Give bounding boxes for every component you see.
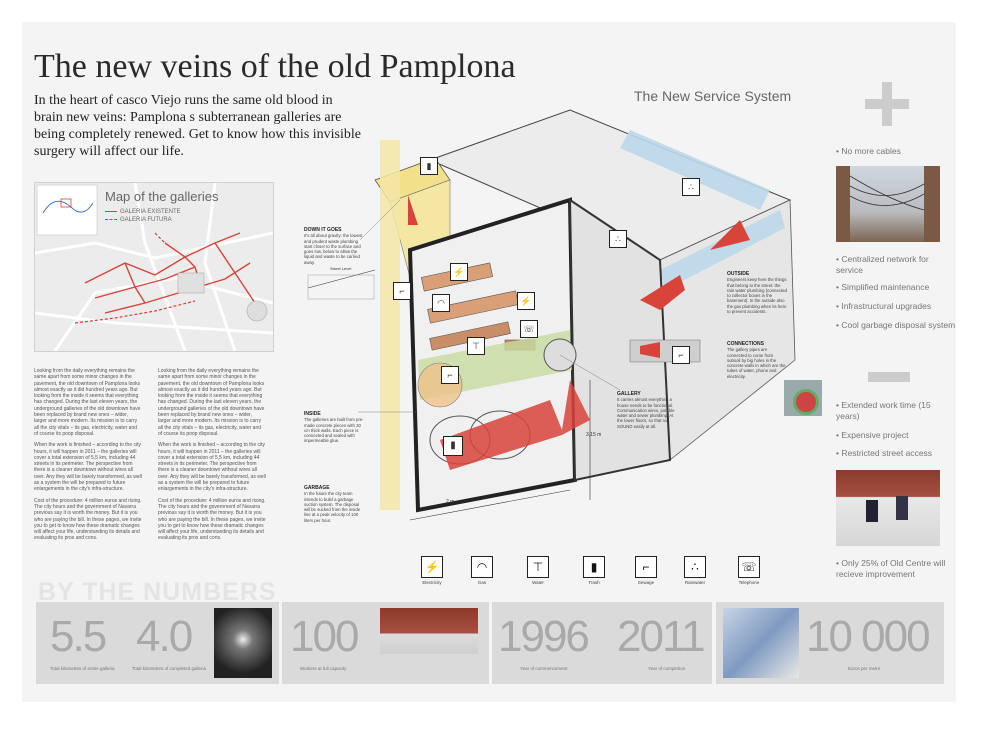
map-legend-future: GALERIA FUTURA: [105, 217, 172, 223]
trash-icon: ▮: [443, 436, 463, 456]
stat-value: 4.0: [136, 612, 193, 661]
water-icon: ⊤: [467, 337, 485, 355]
article-paragraph: When the work is finished – according to…: [158, 442, 266, 493]
section-title: The New Service System: [634, 88, 792, 104]
telephone-icon: ☏: [520, 320, 538, 338]
width-dimension: 2 m: [446, 499, 455, 505]
map-drawing: [35, 183, 273, 351]
euro-notes-photo: [723, 608, 799, 678]
con-item: • Expensive project: [836, 430, 909, 440]
numbers-panel-3: [492, 602, 712, 684]
stat-label: Year of commencement: [520, 666, 568, 671]
street-works-photo: [836, 470, 940, 546]
rainwater-icon: ∴: [684, 556, 706, 578]
article-column-2: Looking from the daily everything remain…: [158, 368, 266, 547]
rainwater-icon: ∴: [682, 178, 700, 196]
trash-icon: ▮: [583, 556, 605, 578]
numbers-title: BY THE NUMBERS: [38, 578, 277, 606]
stat-value: 2011: [617, 612, 706, 661]
pro-item: • Simplified maintenance: [836, 282, 930, 292]
article-column-1: Looking from the daily everything remain…: [34, 368, 142, 547]
con-item: • Restricted street access: [836, 448, 933, 458]
page-title: The new veins of the old Pamplona: [34, 48, 516, 85]
water-icon: ⊤: [527, 556, 549, 578]
legend-telephone: ☏Telephone: [737, 556, 761, 585]
article-paragraph: Cost of the procedure: 4 million euros a…: [34, 497, 142, 542]
map-legend-existing: GALERIA EXISTENTE: [105, 209, 181, 215]
electricity-icon: ⚡: [450, 263, 468, 281]
stat-value: 10 000: [806, 612, 931, 661]
height-dimension: 3,15 m: [586, 432, 602, 438]
cables-photo: [836, 166, 940, 242]
article-paragraph: When the work is finished – according to…: [34, 442, 142, 493]
map-title: Map of the galleries: [105, 189, 219, 204]
intro-text: In the heart of casco Viejo runs the sam…: [34, 93, 361, 159]
gas-icon: ◠: [432, 294, 450, 312]
electricity-icon: ⚡: [421, 556, 443, 578]
worker-figure: [866, 500, 878, 522]
stat-value: 5.5: [50, 612, 107, 661]
legend-water: ⊤Water: [526, 556, 550, 585]
article-paragraph: Looking from the daily everything remain…: [34, 368, 141, 437]
pro-item: • Cool garbage disposal system: [836, 320, 956, 330]
pipe-cross-section: [793, 389, 819, 415]
stat-label: Total kilometres of completed galleria: [132, 666, 207, 671]
connection-photo: [784, 380, 822, 416]
legend-sewage: ⌐Sewage: [634, 556, 658, 585]
minus-icon: [868, 372, 910, 382]
sewage-icon: ⌐: [672, 346, 690, 364]
article-paragraph: Cost of the procedure: 4 million euros a…: [158, 497, 266, 542]
rainwater-icon: ∴: [609, 230, 627, 248]
tunnel-photo: [214, 608, 272, 678]
sewage-icon: ⌐: [635, 556, 657, 578]
stat-label: Year of completion: [648, 666, 686, 671]
pro-item: • No more cables: [836, 146, 901, 156]
pro-item: • Infrastructural upgrades: [836, 301, 932, 311]
legend-rainwater: ∴Rainwater: [683, 556, 707, 585]
telephone-icon: ☏: [738, 556, 760, 578]
cables-drawing: [836, 166, 940, 242]
con-item: • Extended work time (15 years): [836, 400, 931, 421]
pro-item: • Centralized network for service: [836, 254, 929, 275]
stat-label: Euros per metre: [848, 666, 881, 671]
article-paragraph: Looking from the daily everything remain…: [158, 368, 265, 437]
con-item: • Only 25% of Old Centre will recieve im…: [836, 558, 946, 579]
gas-icon: ◠: [471, 556, 493, 578]
electricity-icon: ⚡: [517, 292, 535, 310]
legend-electricity: ⚡Electricity: [420, 556, 444, 585]
street-level-label: Street Level: [330, 266, 352, 271]
galleries-map: Map of the galleries GALERIA EXISTENTE G…: [34, 182, 274, 352]
plus-icon: [865, 82, 909, 126]
legend-trash: ▮Trash: [582, 556, 606, 585]
legend-gas: ◠Gas: [470, 556, 494, 585]
trash-icon: ▮: [420, 157, 438, 175]
workers-photo: [380, 608, 478, 654]
stat-value: 1996: [498, 612, 590, 661]
worker-figure: [896, 496, 908, 520]
stat-value: 100: [290, 612, 359, 661]
sewage-icon: ⌐: [393, 282, 411, 300]
sewage-icon: ⌐: [441, 366, 459, 384]
stat-label: Workers at full capacity: [300, 666, 347, 671]
stat-label: Total kilometres of entire galleria: [50, 666, 115, 671]
